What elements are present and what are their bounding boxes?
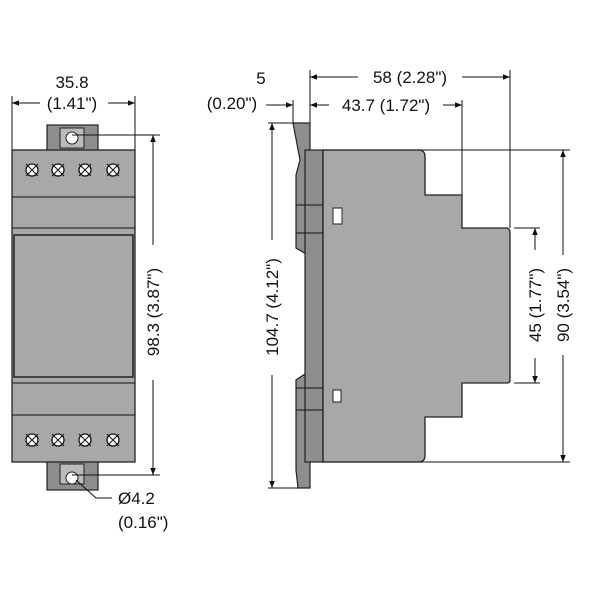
side-body: [322, 149, 511, 463]
depth-front-label: 43.7 (1.72"): [342, 96, 430, 115]
depth-total-label: 58 (2.28"): [373, 68, 447, 87]
mounting-hole: [65, 471, 79, 485]
rail-offset-in-label: (0.20"): [207, 94, 257, 113]
front-view: 35.8 (1.41") 98.3 (3.87") Ø4.2 (0.16"): [11, 73, 168, 532]
width-mm-label: 35.8: [55, 73, 88, 92]
hole-leader: [75, 479, 112, 499]
height-front-label: 45 (1.77"): [526, 268, 545, 342]
height-label: 98.3 (3.87"): [144, 268, 163, 356]
hole-in-label: (0.16"): [118, 513, 168, 532]
side-view: 58 (2.28") 43.7 (1.72") 5 (0.20") 104.7 …: [207, 68, 573, 489]
top-latch: [332, 207, 343, 225]
hole-mm-label: Ø4.2: [118, 489, 155, 508]
display-window: [13, 234, 134, 378]
bottom-latch: [332, 389, 342, 403]
height-total-label: 104.7 (4.12"): [263, 258, 282, 356]
width-in-label: (1.41"): [47, 94, 97, 113]
height-body-label: 90 (3.54"): [554, 268, 573, 342]
rail-offset-mm-label: 5: [256, 69, 265, 88]
